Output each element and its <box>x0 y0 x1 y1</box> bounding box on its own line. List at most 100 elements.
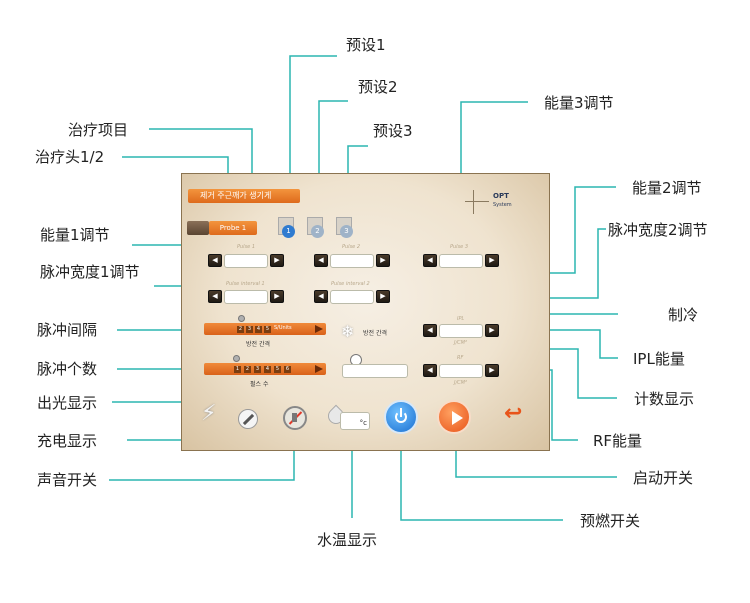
caption-sound: 声音开关 <box>37 471 98 489</box>
charge-indicator-icon <box>238 409 258 429</box>
probe-arrow-icon[interactable] <box>187 221 209 235</box>
caption-start: 启动开关 <box>633 469 694 487</box>
caption-rf: RF能量 <box>593 432 643 450</box>
count-cell: 6 <box>284 366 291 373</box>
caption-ipl: IPL能量 <box>633 350 685 368</box>
pulse3-label: Pulse 3 <box>450 244 469 250</box>
caption-charge: 充电显示 <box>37 432 98 450</box>
energy3-field[interactable] <box>439 254 483 268</box>
pulse-interval2-label: Pulse interval 2 <box>331 281 370 287</box>
caption-cooling: 制冷 <box>668 306 699 324</box>
interval-cell: 2 <box>237 326 244 333</box>
energy2-decrease-button[interactable]: ◀ <box>314 254 328 267</box>
pulse-width1-decrease-button[interactable]: ◀ <box>208 290 222 303</box>
pulse-width2-decrease-button[interactable]: ◀ <box>314 290 328 303</box>
caption-counter: 计数显示 <box>634 390 695 408</box>
pulse-width2-field[interactable] <box>330 290 374 304</box>
counter-display <box>342 364 408 378</box>
caption-energy3: 能量3调节 <box>544 94 614 112</box>
pulse-interval1-label: Pulse interval 1 <box>226 281 265 287</box>
leader-preheat <box>400 423 563 521</box>
cooling-caption: 방전 간격 <box>363 330 387 337</box>
caption-pw1: 脉冲宽度1调节 <box>40 263 140 281</box>
caption-water: 水温显示 <box>317 531 378 549</box>
caption-energy2: 能量2调节 <box>632 179 702 197</box>
pulse-width1-field[interactable] <box>224 290 268 304</box>
power-icon <box>395 411 407 423</box>
count-cell: 5 <box>274 366 281 373</box>
energy1-decrease-button[interactable]: ◀ <box>208 254 222 267</box>
ipl-increase-button[interactable]: ▶ <box>485 324 499 337</box>
temp-unit: °c <box>359 419 367 427</box>
interval-cell: 3 <box>246 326 253 333</box>
pulse-count-slider[interactable]: 1 2 3 4 5 6 <box>204 363 326 375</box>
device-screen: 제거 주근깨가 생기게 Probe 1 1 2 3 OPT System Pul… <box>181 173 550 451</box>
leader-preset1 <box>289 55 337 228</box>
treatment-title[interactable]: 제거 주근깨가 생기게 <box>188 189 300 203</box>
caption-preset1: 预设1 <box>346 36 386 54</box>
caption-head: 治疗头1/2 <box>35 148 105 166</box>
interval-unit: S/Units <box>274 325 292 331</box>
pulse2-label: Pulse 2 <box>342 244 361 250</box>
rf-increase-button[interactable]: ▶ <box>485 364 499 377</box>
rf-unit: J/CM² <box>454 380 467 386</box>
ipl-field[interactable] <box>439 324 483 338</box>
opt-logo-sub: System <box>493 202 512 208</box>
preset-1-icon: 1 <box>282 225 295 238</box>
back-arrow-icon[interactable]: ↩ <box>504 401 523 426</box>
opt-logo: OPT System <box>465 190 525 218</box>
caption-light: 出光显示 <box>37 394 98 412</box>
interval-cell: 5 <box>264 326 271 333</box>
ipl-decrease-button[interactable]: ◀ <box>423 324 437 337</box>
interval-arrow-icon <box>315 325 323 333</box>
energy2-field[interactable] <box>330 254 374 268</box>
ipl-unit: J/CM² <box>454 340 467 346</box>
caption-interval: 脉冲间隔 <box>37 321 98 339</box>
pulse-interval-slider[interactable]: 2 3 4 5 S/Units <box>204 323 326 335</box>
count-cell: 4 <box>264 366 271 373</box>
preset-3-icon: 3 <box>340 225 353 238</box>
energy2-increase-button[interactable]: ▶ <box>376 254 390 267</box>
play-icon <box>452 411 463 425</box>
caption-treatment: 治疗项目 <box>68 121 129 139</box>
preset-1-button[interactable]: 1 <box>278 217 296 239</box>
interval-marker-icon <box>238 315 245 322</box>
pulse-width2-increase-button[interactable]: ▶ <box>376 290 390 303</box>
water-temp-display: °c <box>340 412 370 430</box>
count-marker-icon <box>233 355 240 362</box>
preset-2-button[interactable]: 2 <box>307 217 325 239</box>
pulse-width1-increase-button[interactable]: ▶ <box>270 290 284 303</box>
count-caption: 펄스 수 <box>250 381 269 388</box>
count-cell: 1 <box>234 366 241 373</box>
pulse1-label: Pulse 1 <box>237 244 256 250</box>
preheat-power-button[interactable] <box>384 400 418 434</box>
rf-field[interactable] <box>439 364 483 378</box>
ipl-label: IPL <box>457 316 465 322</box>
caption-energy1: 能量1调节 <box>40 226 110 244</box>
energy1-field[interactable] <box>224 254 268 268</box>
interval-cell: 4 <box>255 326 262 333</box>
energy3-decrease-button[interactable]: ◀ <box>423 254 437 267</box>
caption-preheat: 预燃开关 <box>580 512 641 530</box>
rf-label: RF <box>457 355 464 361</box>
energy1-increase-button[interactable]: ▶ <box>270 254 284 267</box>
start-button[interactable] <box>437 400 471 434</box>
count-arrow-icon <box>315 365 323 373</box>
snowflake-icon[interactable]: ❄ <box>341 322 355 341</box>
lightning-icon: ⚡ <box>201 401 217 426</box>
interval-caption: 방전 간격 <box>246 341 270 348</box>
rf-decrease-button[interactable]: ◀ <box>423 364 437 377</box>
count-cell: 3 <box>254 366 261 373</box>
caption-pw2: 脉冲宽度2调节 <box>608 221 708 239</box>
caption-preset2: 预设2 <box>358 78 398 96</box>
preset-3-button[interactable]: 3 <box>336 217 354 239</box>
opt-logo-text: OPT <box>493 192 509 200</box>
probe-button[interactable]: Probe 1 <box>209 221 257 235</box>
caption-count: 脉冲个数 <box>37 360 98 378</box>
energy3-increase-button[interactable]: ▶ <box>485 254 499 267</box>
count-cell: 2 <box>244 366 251 373</box>
sound-toggle-icon[interactable] <box>283 406 307 430</box>
preset-2-icon: 2 <box>311 225 324 238</box>
caption-preset3: 预设3 <box>373 122 413 140</box>
leader-treatment <box>149 128 253 194</box>
